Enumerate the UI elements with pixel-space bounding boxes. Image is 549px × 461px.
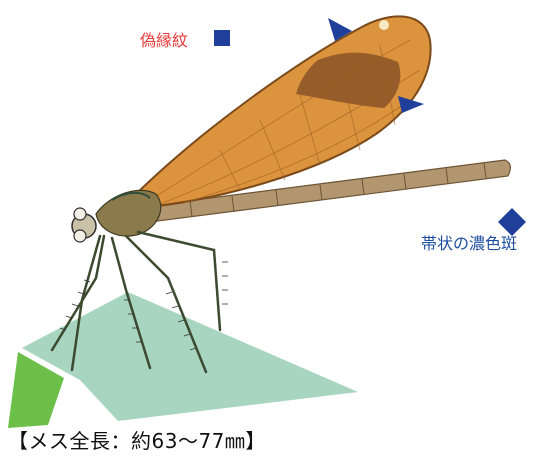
pseudostigma-label: 偽縁紋 (140, 33, 188, 49)
pseudostigma-spot (379, 20, 389, 30)
band-spot-label: 帯状の濃色斑 (421, 236, 517, 252)
leaf-pale (22, 292, 358, 421)
thorax (96, 190, 161, 236)
length-caption: 【メス全長：約63〜77㎜】 (8, 431, 266, 451)
pseudostigma-square-icon (214, 30, 230, 46)
band-diamond-icon (498, 208, 526, 236)
head (72, 208, 96, 242)
